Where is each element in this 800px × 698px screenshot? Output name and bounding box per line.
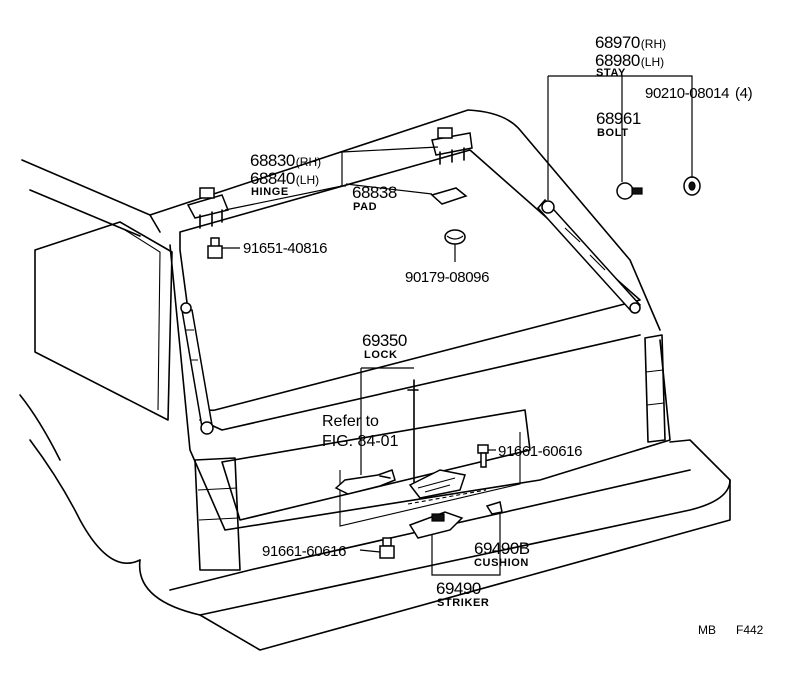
stay-strut-left [180,302,214,435]
striker-part [408,511,464,539]
pad-name: PAD [353,201,377,213]
lock-bolt-part [477,444,489,468]
hinge-bolt-number: 91651-40816 [243,240,327,257]
striker-bolt-number: 91661-60616 [262,543,346,560]
bolt-number: 68961 [596,109,641,128]
reference-line-1: Refer to [322,413,379,430]
bumper-plug-number: 90179-08096 [405,269,489,286]
hinge-right [431,127,473,165]
leader-lines [222,75,693,576]
lock-part [407,379,466,499]
hinge-left [186,187,230,229]
striker-name: STRIKER [437,597,489,609]
reference-line-2: FIG. 84-01 [322,433,399,450]
lock-bolt-number: 91661-60616 [498,443,582,460]
cushion-part [485,501,503,515]
hinge-rh-number: 68830(RH) [250,151,321,170]
lock-name: LOCK [364,349,398,361]
bumper-plug-part [444,229,466,245]
figure-tag-left: MB [698,623,716,637]
pad-part [430,187,468,205]
striker-bolt-part [379,537,395,559]
stay-name: STAY [596,67,626,79]
stay-rh-number: 68970(RH) [595,33,666,52]
bolt-part [616,182,643,200]
bolt-name: BOLT [597,127,629,139]
stay-strut-right [536,198,642,314]
hinge-name: HINGE [251,186,289,198]
figure-tag-right: F442 [736,623,764,637]
vehicle-body [19,109,731,651]
stay-lh-number: 68980(LH) [595,51,664,70]
nut-part [683,176,701,196]
stay-nut-number: 90210-08014(4) [645,85,753,102]
pad-number: 68838 [352,183,397,202]
hinge-lh-number: 68840(LH) [250,169,319,188]
cushion-number: 69490B [474,539,530,558]
lock-rod-part [334,469,396,495]
striker-number: 69490 [436,579,481,598]
lock-number: 69350 [362,331,407,350]
cushion-name: CUSHION [474,557,529,569]
hinge-bolt-part [207,237,223,259]
